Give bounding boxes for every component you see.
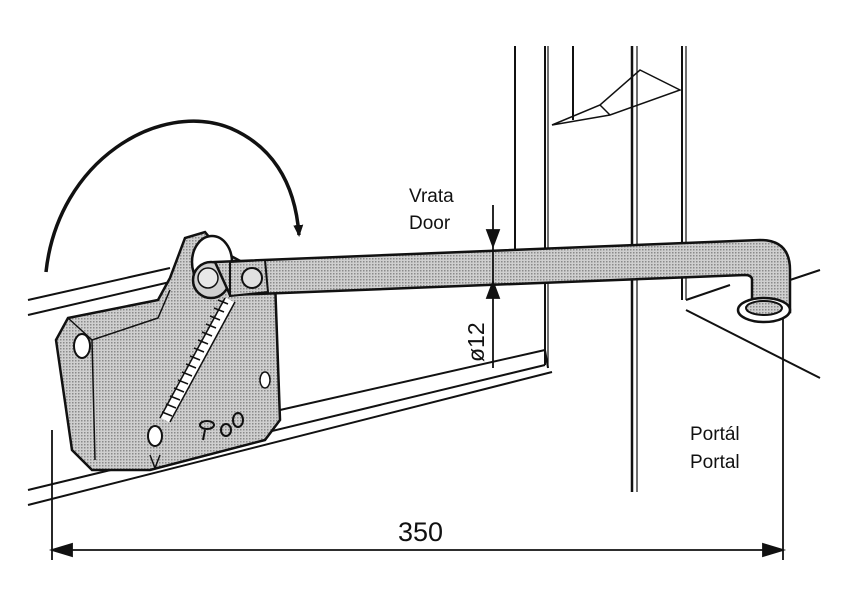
portal-label-en: Portal — [690, 452, 740, 473]
portal-label-cz: Portál — [690, 424, 740, 445]
hold-open-rod — [213, 238, 792, 314]
plate-marking — [199, 412, 244, 441]
hinge-plate — [54, 230, 282, 472]
plate-screw — [147, 425, 163, 447]
floor-lines — [27, 267, 821, 506]
length-label: 350 — [398, 517, 444, 547]
diameter-dimension — [485, 205, 501, 368]
door-label-cz: Vrata — [409, 186, 454, 207]
door-label-en: Door — [409, 213, 451, 234]
plate-hole-right — [259, 371, 271, 389]
spring-coil — [159, 297, 236, 423]
portal-socket — [736, 296, 792, 324]
diameter-label: ø12 — [463, 322, 489, 362]
rotation-arrow — [44, 119, 304, 273]
plate-hole-left — [73, 333, 91, 359]
length-dimension — [48, 318, 787, 560]
